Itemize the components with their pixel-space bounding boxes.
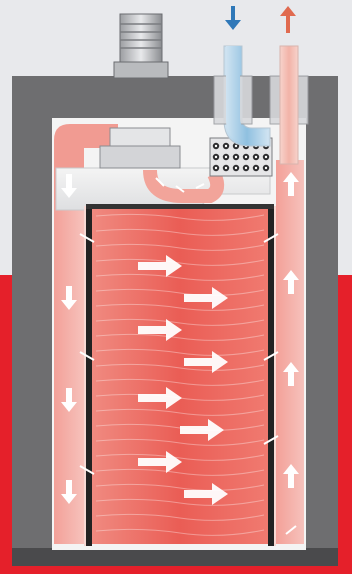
left-partition-highlight — [84, 206, 86, 546]
right-partition-highlight — [274, 206, 276, 546]
heat-exchanger-tube-core — [265, 167, 267, 169]
heat-exchanger-tube-core — [215, 145, 217, 147]
heat-exchanger-tube-core — [245, 167, 247, 169]
heat-exchanger-tube-core — [225, 156, 227, 158]
housing-base — [12, 548, 338, 566]
heat-exchanger-tube-core — [235, 145, 237, 147]
heat-exchanger-tube-core — [255, 156, 257, 158]
heat-exchanger-tube-core — [255, 167, 257, 169]
outlet-pipe — [280, 46, 298, 164]
heat-exchanger-tube-core — [245, 156, 247, 158]
heat-exchanger-tube-core — [265, 156, 267, 158]
heat-exchanger-tube-core — [235, 156, 237, 158]
fan-motor-icon — [114, 14, 168, 78]
heat-exchanger-tube-core — [235, 167, 237, 169]
top-shelf — [86, 204, 274, 209]
heat-exchanger-tube-core — [215, 167, 217, 169]
heat-exchanger-tube-core — [225, 167, 227, 169]
heat-exchanger-tube-core — [225, 145, 227, 147]
left-partition — [86, 206, 92, 546]
right-partition — [268, 206, 274, 546]
hot-air-zone — [92, 208, 268, 544]
fan-housing — [100, 128, 180, 168]
heat-exchanger-tube-core — [215, 156, 217, 158]
